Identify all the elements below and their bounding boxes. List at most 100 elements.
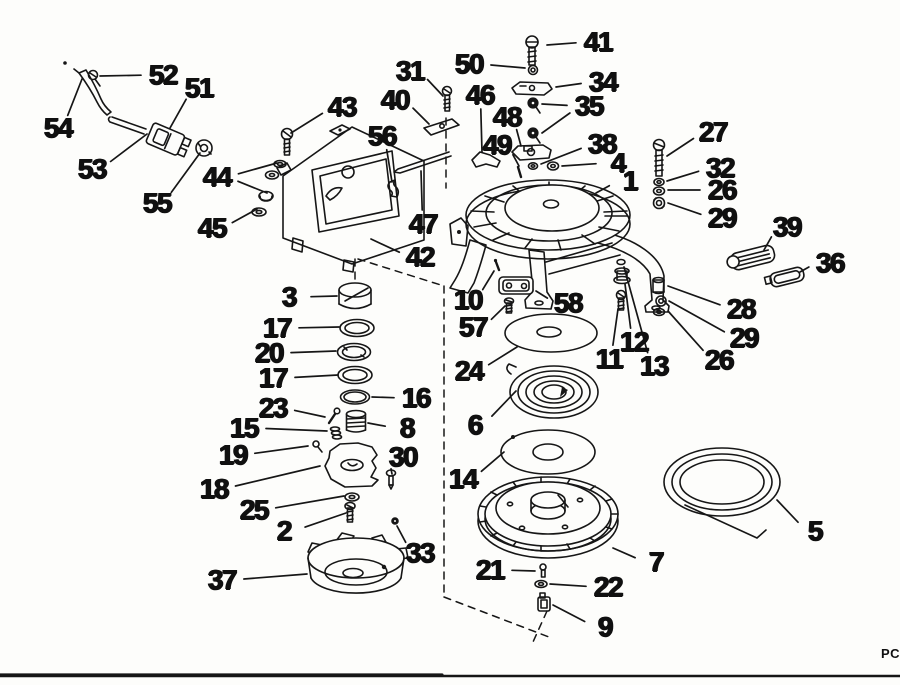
leader-line-55 — [170, 152, 201, 194]
part-label-16: 16 — [401, 382, 432, 413]
part-label-27: 27 — [698, 116, 729, 147]
part-label-28: 28 — [726, 293, 757, 324]
leader-line-52 — [99, 74, 142, 77]
part-label-37: 37 — [207, 564, 238, 595]
part-label-48: 48 — [492, 101, 523, 132]
part-label-46: 46 — [465, 79, 496, 110]
part-label-5: 5 — [807, 515, 824, 546]
part-label-58: 58 — [553, 287, 584, 318]
leader-line-20 — [290, 350, 337, 354]
part-label-17: 17 — [262, 312, 293, 343]
part-label-19: 19 — [218, 439, 249, 470]
part-label-43: 43 — [327, 91, 358, 122]
leader-line-8 — [367, 422, 387, 428]
pivot-pin-and-plate — [493, 258, 534, 314]
part-label-33: 33 — [405, 537, 436, 568]
part-label-2: 2 — [276, 515, 293, 546]
part-label-51: 51 — [184, 72, 215, 103]
part-label-34: 34 — [588, 66, 619, 97]
leader-line-24 — [487, 346, 518, 366]
leader-line-15 — [265, 427, 328, 432]
starter-pulley — [477, 476, 619, 612]
part-label-54: 54 — [43, 112, 74, 143]
part-label-14: 14 — [448, 463, 479, 494]
part-label-7: 7 — [648, 546, 665, 577]
leader-line-18 — [234, 465, 321, 487]
part-label-40: 40 — [380, 84, 411, 115]
grip-36 — [763, 266, 805, 288]
leader-line-51 — [169, 98, 187, 129]
part-label-4: 4 — [610, 147, 627, 178]
leader-line-50 — [490, 64, 526, 69]
leader-line-35 — [541, 112, 571, 134]
leader-line-28 — [667, 285, 721, 306]
leader-line-57 — [490, 305, 506, 321]
leader-line-54 — [66, 78, 83, 117]
part-label-24: 24 — [454, 355, 485, 386]
leader-line-32 — [666, 170, 700, 182]
grommet-55 — [195, 139, 213, 157]
part-label-11: 11 — [595, 343, 624, 374]
part-label-44: 44 — [202, 161, 233, 192]
leader-line-43 — [290, 112, 324, 134]
part-label-6: 6 — [467, 409, 484, 440]
leader-line-48 — [515, 128, 522, 147]
interlock-lever — [63, 61, 112, 116]
leader-line-3 — [310, 295, 338, 298]
part-label-18: 18 — [199, 473, 230, 504]
leader-line-34 — [555, 82, 582, 88]
leader-line-17 — [294, 374, 339, 379]
part-label-47: 47 — [408, 208, 439, 239]
leader-line-42 — [370, 238, 401, 254]
leader-line-5 — [776, 499, 799, 524]
part-label-42: 42 — [405, 241, 436, 272]
part-label-55: 55 — [142, 187, 173, 218]
leader-line-4 — [561, 162, 597, 167]
leader-line-27 — [666, 137, 695, 157]
part-label-3: 3 — [281, 281, 298, 312]
part-label-8: 8 — [399, 412, 416, 443]
leader-line-36 — [799, 266, 810, 273]
leader-line-6 — [491, 390, 517, 417]
leader-line-19 — [253, 445, 309, 455]
part-label-25: 25 — [239, 494, 270, 525]
part-label-53: 53 — [77, 153, 108, 184]
part-label-21: 21 — [475, 554, 506, 585]
right-mount-hardware — [652, 138, 805, 317]
leader-line-10 — [481, 270, 495, 291]
part-label-23: 23 — [258, 392, 289, 423]
explosion-centerlines — [354, 117, 550, 643]
leader-line-41 — [546, 41, 577, 46]
recoil-spring-stack — [500, 313, 599, 475]
leader-line-13 — [623, 266, 649, 354]
leader-line-47 — [420, 170, 424, 211]
part-label-41: 41 — [583, 26, 614, 57]
leader-line-53 — [109, 133, 148, 163]
leader-line-21 — [511, 569, 536, 572]
leader-line-1 — [595, 184, 611, 194]
leader-line-17 — [298, 326, 340, 329]
part-label-26: 26 — [704, 344, 735, 375]
housing-top-hardware — [471, 35, 560, 179]
part-label-31: 31 — [395, 55, 426, 86]
leader-line-46 — [479, 108, 483, 153]
part-label-35: 35 — [574, 90, 605, 121]
leader-line-35 — [541, 103, 568, 107]
part-label-39: 39 — [772, 211, 803, 242]
handle-anchor-39 — [726, 244, 776, 271]
leader-line-31 — [426, 78, 444, 97]
leader-line-30 — [390, 467, 393, 475]
leader-lines — [66, 41, 810, 623]
leader-line-26 — [667, 310, 704, 352]
part-label-30: 30 — [388, 441, 419, 472]
leader-line-25 — [274, 495, 345, 509]
part-label-13: 13 — [639, 350, 670, 381]
leader-line-7 — [612, 547, 636, 559]
left-component-stack — [307, 282, 409, 594]
part-label-52: 52 — [148, 59, 179, 90]
leader-line-9 — [552, 604, 586, 623]
leader-line-12 — [624, 283, 632, 330]
